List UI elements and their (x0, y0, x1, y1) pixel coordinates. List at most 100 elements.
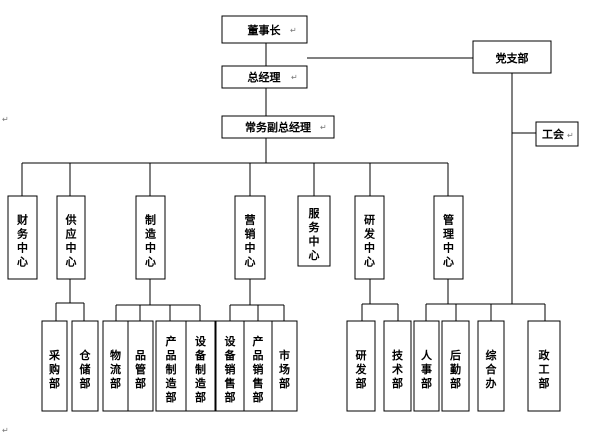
dept-product-sales-char: 售 (252, 376, 264, 390)
dept-purchasing: 采购部 (41, 320, 68, 412)
dept-general-office-char: 办 (486, 376, 497, 390)
dept-market-char: 部 (279, 376, 290, 390)
svg-text:常务副总经理: 常务副总经理 (245, 120, 311, 134)
node-general-manager: 总经理 ↵ (221, 65, 308, 89)
dept-research: 研发部 (346, 320, 376, 412)
node-executive-vp: 常务副总经理 ↵ (221, 115, 335, 139)
dept-political-box (527, 320, 561, 412)
dept-product-sales-char: 部 (253, 390, 264, 404)
dept-logistics-char: 部 (110, 376, 121, 390)
center-manufacturing-box (135, 195, 166, 280)
dept-equipment-sales-char: 售 (224, 376, 236, 390)
center-finance-char: 心 (17, 256, 28, 269)
dept-general-office-char: 综 (486, 348, 497, 362)
dept-logistics-char: 流 (110, 362, 121, 376)
dept-product-mfg-char: 制 (166, 362, 177, 376)
dept-purchasing-box (41, 320, 68, 412)
dept-equipment-sales-box (215, 320, 245, 412)
center-rnd-char: 中 (364, 241, 375, 255)
center-finance-char: 中 (17, 241, 28, 255)
dept-research-char: 发 (355, 362, 368, 376)
svg-text:↵: ↵ (567, 131, 574, 140)
dept-equipment-sales-char: 设 (225, 334, 237, 348)
dept-market-char: 场 (279, 362, 290, 376)
dept-research-box (346, 320, 376, 412)
dept-warehouse-char: 部 (80, 376, 91, 390)
dept-logistics-support-box (441, 320, 470, 412)
vertical-boxes: 财务中心供应中心制造中心营销中心服务中心研发中心管理中心采购部仓储部物流部品管部… (7, 195, 561, 412)
node-union: 工会 ↵ (535, 121, 579, 147)
dept-purchasing-char: 购 (49, 362, 60, 376)
center-service-char: 心 (309, 249, 320, 262)
dept-hr: 人事部 (413, 320, 440, 412)
dept-product-mfg-char: 品 (166, 349, 177, 362)
dept-equipment-mfg-box (185, 320, 216, 412)
dept-general-office: 综合办 (477, 320, 505, 412)
dept-equipment-mfg-char: 设 (195, 334, 207, 348)
dept-product-sales-char: 产 (253, 334, 264, 348)
dept-general-office-char: 合 (486, 362, 498, 376)
dept-product-sales-box (243, 320, 273, 412)
para-mark-left-1: ↵ (2, 115, 9, 124)
svg-text:↵: ↵ (290, 26, 297, 35)
dept-hr-box (413, 320, 440, 412)
dept-technical-char: 部 (392, 376, 403, 390)
center-marketing-box (234, 195, 266, 280)
dept-equipment-mfg-char: 备 (194, 348, 207, 362)
center-marketing-char: 营 (245, 213, 256, 227)
svg-text:↵: ↵ (320, 123, 327, 132)
center-supply-char: 中 (66, 241, 77, 255)
center-marketing-char: 中 (245, 241, 256, 255)
center-finance-char: 财 (16, 213, 28, 227)
dept-hr-char: 事 (421, 362, 432, 376)
center-supply-char: 心 (66, 256, 77, 269)
dept-quality-char: 品 (135, 349, 146, 362)
node-party-branch: 党支部 (472, 40, 552, 74)
dept-equipment-mfg-char: 部 (195, 390, 206, 404)
dept-logistics-box (102, 320, 129, 412)
center-supply-box (56, 195, 86, 280)
center-management-char: 心 (443, 256, 454, 269)
dept-political: 政工部 (527, 320, 561, 412)
center-marketing-char: 销 (245, 227, 256, 241)
center-finance-box (7, 195, 38, 280)
center-service-char: 务 (309, 220, 321, 234)
center-rnd-box (354, 195, 385, 280)
dept-technical: 技术部 (383, 320, 412, 412)
center-supply-char: 供 (65, 213, 77, 227)
dept-product-mfg-char: 造 (166, 376, 178, 390)
dept-equipment-sales-char: 备 (224, 348, 237, 362)
dept-research-char: 研 (356, 349, 367, 362)
center-supply-char: 应 (66, 227, 77, 241)
center-rnd-char: 心 (364, 256, 375, 269)
svg-text:董事长: 董事长 (248, 23, 282, 37)
dept-warehouse-box (71, 320, 99, 412)
center-rnd-char: 研 (364, 214, 375, 227)
center-rnd-char: 发 (363, 227, 376, 241)
dept-product-mfg-char: 部 (166, 390, 177, 404)
dept-political-char: 工 (539, 363, 550, 376)
dept-warehouse-char: 储 (80, 362, 91, 376)
center-service-box (297, 195, 331, 267)
dept-product-sales-char: 销 (253, 362, 264, 376)
dept-research-char: 部 (356, 376, 367, 390)
svg-text:党支部: 党支部 (496, 51, 529, 65)
dept-logistics-support-char: 后 (450, 348, 461, 362)
dept-logistics-support-char: 勤 (450, 362, 461, 376)
dept-general-office-box (477, 320, 505, 412)
dept-technical-box (383, 320, 412, 412)
dept-market-box (271, 320, 298, 412)
dept-market-char: 市 (279, 348, 290, 362)
dept-equipment-mfg-char: 制 (195, 362, 206, 376)
dept-purchasing-char: 采 (48, 348, 61, 362)
